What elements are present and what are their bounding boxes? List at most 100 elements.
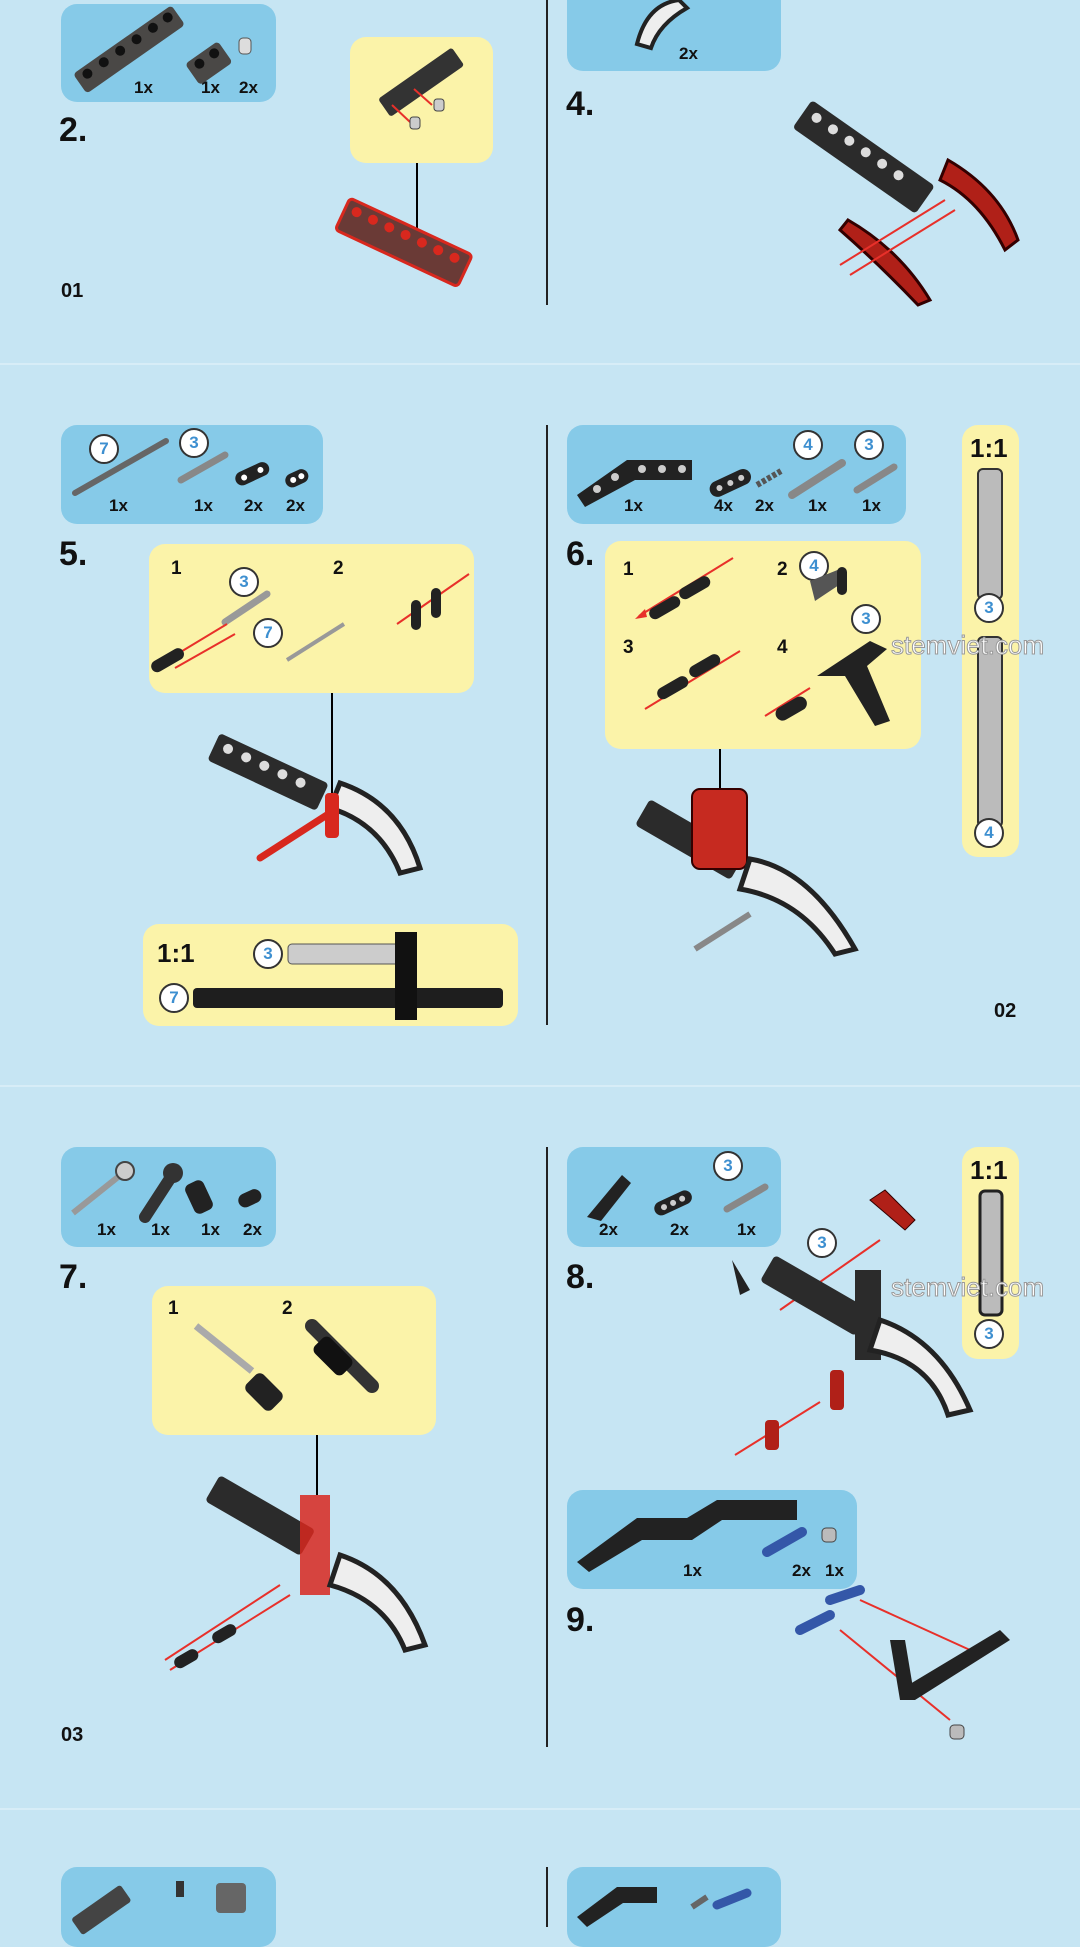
substep-illustrations: [193, 1319, 379, 1411]
step-number: 9.: [566, 1601, 595, 1639]
step8-scale-guide: 1:1 3: [962, 1147, 1019, 1359]
part-quantity: 1x: [201, 78, 220, 97]
part-quantity: 2x: [599, 1220, 618, 1239]
step4-parts-box: 2x: [567, 0, 781, 71]
step4-model-illustration: [794, 101, 1020, 307]
part-quantity: 2x: [244, 496, 263, 515]
part-quantity: 1x: [737, 1220, 756, 1239]
substep-number: 2: [777, 559, 788, 580]
length-badge: 3: [253, 939, 283, 969]
length-badge: 7: [159, 983, 189, 1013]
section-divider: [0, 1085, 1080, 1087]
part-quantity: 1x: [109, 496, 128, 515]
part-quantity: 2x: [755, 496, 774, 515]
step2-model-illustration: [335, 163, 473, 287]
column-divider: [546, 425, 548, 1025]
axle-parts-icons: [72, 438, 309, 496]
substep-illustrations: [635, 557, 890, 726]
section-divider: [0, 1808, 1080, 1810]
parts-icons: [577, 1887, 752, 1927]
length-badge: 3: [974, 1319, 1004, 1349]
beam-parts-icons: [577, 459, 898, 507]
step7-model-illustration: [164, 1435, 429, 1671]
step2-callout: [350, 37, 493, 163]
step9-model-illustration: [795, 1585, 1010, 1740]
length-badge: 3: [807, 1228, 837, 1258]
step-number: 4.: [566, 85, 595, 123]
part-quantity: 1x: [97, 1220, 116, 1239]
length-badge: 3: [713, 1151, 743, 1181]
watermark: stemviet.com: [890, 630, 1045, 661]
beam-part-icon: [74, 6, 252, 93]
parts-icons: [577, 1500, 837, 1572]
part-quantity: 2x: [792, 1561, 811, 1580]
page-number: 02: [994, 1000, 1017, 1022]
part-quantity: 1x: [683, 1561, 702, 1580]
step5-scale-guide: 1:1 3 7: [143, 924, 518, 1026]
part-quantity: 2x: [679, 44, 698, 63]
curved-beam-part-icon: [634, 0, 691, 51]
part-quantity: 1x: [201, 1220, 220, 1239]
step-number: 8.: [566, 1258, 595, 1296]
step2-parts-box: 1x 1x 2x: [61, 4, 276, 102]
step7-callout: 1 2: [152, 1286, 436, 1435]
part-quantity: 1x: [194, 496, 213, 515]
step8-model-illustration: [732, 1189, 974, 1456]
part-quantity: 4x: [714, 496, 733, 515]
step11-parts-box: [567, 1867, 781, 1947]
axle-scale-drawing: [978, 1189, 1004, 1317]
shock-absorber-parts-icons: [71, 1161, 262, 1223]
parts-icons: [72, 1881, 246, 1935]
step5-parts-box: 7 3 1x 1x 2x 2x: [61, 425, 323, 524]
length-badge: 7: [253, 618, 283, 648]
substep-number: 2: [333, 558, 344, 579]
scale-label: 1:1: [970, 1155, 1008, 1185]
length-badge: 4: [974, 818, 1004, 848]
step6-model-illustration: [636, 749, 859, 957]
part-quantity: 1x: [151, 1220, 170, 1239]
assembly-illustration: [379, 48, 464, 130]
step6-parts-box: 4 3 1x 4x 2x 1x 1x: [567, 425, 906, 524]
scale-label: 1:1: [970, 433, 1008, 463]
step10-parts-box: [61, 1867, 276, 1947]
substep-number: 1: [171, 558, 182, 579]
part-quantity: 2x: [239, 78, 258, 97]
length-badge: 4: [793, 430, 823, 460]
substep-number: 1: [623, 559, 634, 580]
section-divider: [0, 363, 1080, 365]
step9-parts-box: 1x 2x 1x: [567, 1490, 857, 1589]
page-number: 01: [61, 280, 84, 302]
step7-parts-box: 1x 1x 1x 2x: [61, 1147, 276, 1247]
length-badge: 3: [229, 567, 259, 597]
substep-number: 2: [282, 1298, 293, 1319]
watermark: stemviet.com: [890, 1272, 1045, 1303]
scale-label: 1:1: [157, 938, 195, 968]
step8-parts-box: 3 2x 2x 1x: [567, 1147, 781, 1247]
substep-number: 1: [168, 1298, 179, 1319]
axle-scale-drawing: [193, 932, 503, 1020]
page-number: 03: [61, 1724, 84, 1746]
part-quantity: 2x: [243, 1220, 262, 1239]
part-quantity: 2x: [670, 1220, 689, 1239]
substep-number: 3: [623, 637, 634, 658]
part-quantity: 1x: [134, 78, 153, 97]
part-quantity: 2x: [286, 496, 305, 515]
step5-model-illustration: [208, 693, 424, 876]
step-number: 7.: [59, 1258, 88, 1296]
column-divider: [546, 1867, 548, 1927]
length-badge: 3: [854, 430, 884, 460]
length-badge: 3: [851, 604, 881, 634]
part-quantity: 1x: [624, 496, 643, 515]
part-quantity: 1x: [825, 1561, 844, 1580]
length-badge: 3: [974, 593, 1004, 623]
length-badge: 7: [89, 434, 119, 464]
substep-illustrations: [151, 573, 470, 673]
part-quantity: 1x: [808, 496, 827, 515]
step-number: 6.: [566, 535, 595, 573]
step-number: 2.: [59, 111, 88, 149]
part-quantity: 1x: [862, 496, 881, 515]
column-divider: [546, 0, 548, 305]
step6-callout: 1 2 3 4 4 3: [605, 541, 921, 749]
parts-icons: [587, 1175, 769, 1221]
column-divider: [546, 1147, 548, 1747]
